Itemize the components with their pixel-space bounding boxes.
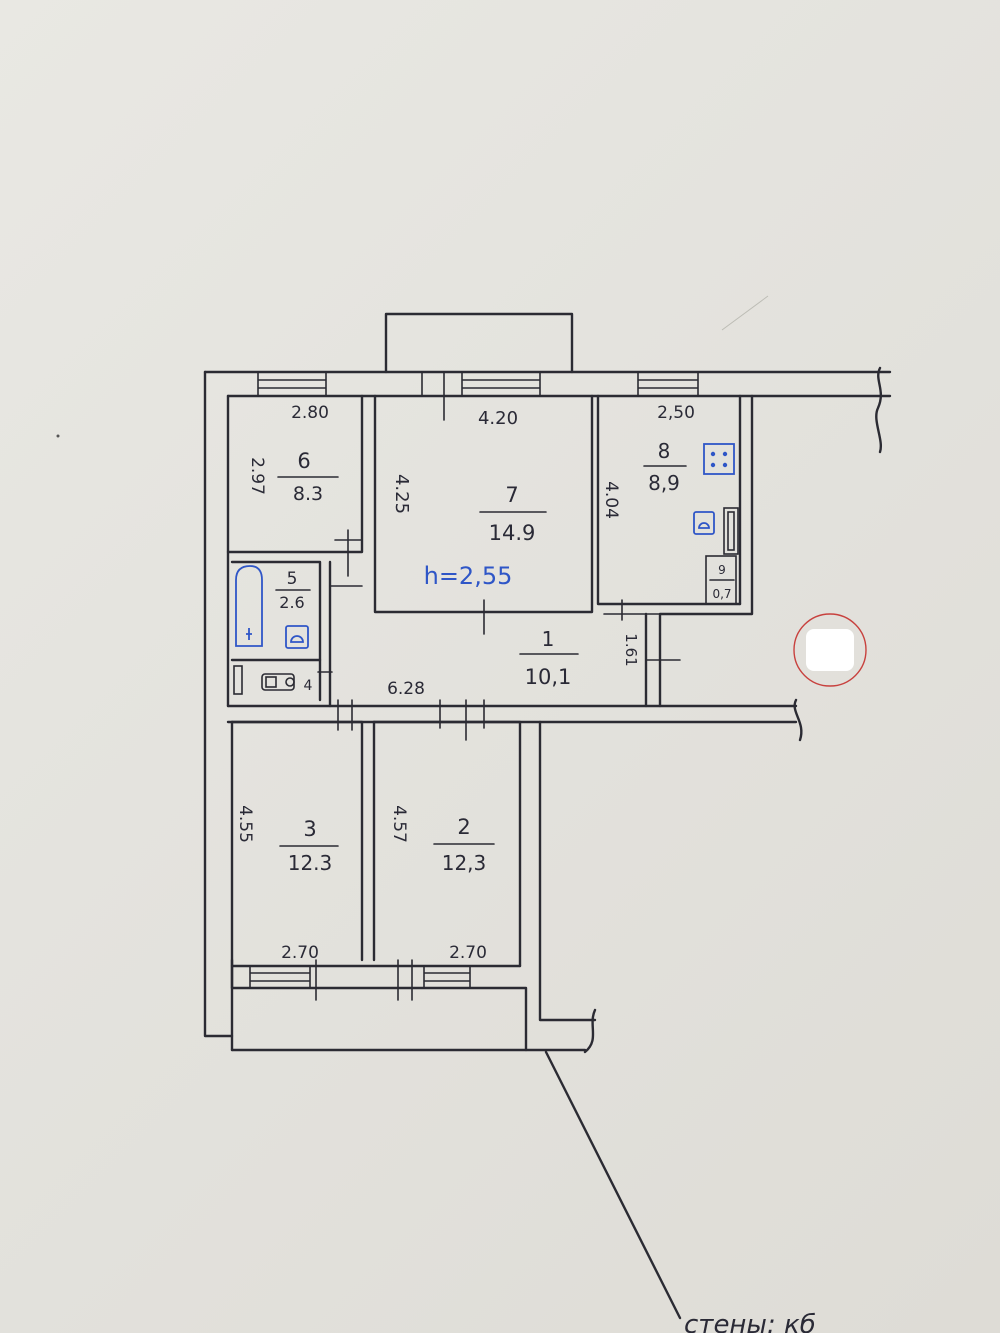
- room-area: 10,1: [525, 665, 572, 689]
- top-balcony: [384, 312, 574, 374]
- room-2-label: 2 12,3: [433, 815, 495, 875]
- walls-note-area: стены: кб: [544, 1050, 816, 1333]
- dimension-label: 1.61: [622, 633, 640, 666]
- bathtub-icon: [235, 565, 263, 647]
- room-number: 6: [297, 449, 310, 473]
- dimension-label: 4: [304, 678, 313, 694]
- dimension-label: 4.04: [601, 481, 621, 519]
- room-9-label: 9 0,7: [709, 563, 735, 601]
- bathroom-sink-icon: [285, 625, 309, 649]
- dimension-label: 2.80: [291, 403, 329, 423]
- dimension-label: 2,50: [657, 403, 695, 423]
- stove-icon: [703, 443, 735, 475]
- room-3-label: 3 12.3: [279, 817, 339, 875]
- room-area: 8.3: [293, 483, 323, 505]
- room-labels: 6 8.3 7 14.9 8 8,9 5 2.6 1 10,1 3 12.3: [275, 439, 735, 875]
- room-5-label: 5 2.6: [275, 569, 311, 612]
- room-6-label: 6 8.3: [277, 449, 339, 505]
- room-area: 2.6: [279, 593, 304, 612]
- room-area: 0,7: [712, 587, 731, 601]
- room-area: 12,3: [442, 851, 487, 875]
- room-number: 9: [718, 563, 726, 577]
- doors: [315, 371, 681, 1001]
- dimension-label: 4.55: [235, 805, 255, 843]
- stray-marks: [56, 295, 769, 438]
- dimension-label: 6.28: [387, 679, 425, 699]
- dimension-label: 2.97: [247, 457, 267, 495]
- interior-walls: [226, 394, 754, 990]
- dimension-label: 2.70: [449, 943, 487, 963]
- counter-icon: [723, 507, 739, 555]
- bathroom-fixtures: [233, 555, 737, 695]
- room-8-label: 8 8,9: [643, 439, 687, 495]
- wc-tank-icon: [233, 665, 243, 695]
- red-stamp-mark: [793, 613, 867, 687]
- dimension-label: 2.70: [281, 943, 319, 963]
- room-7-label: 7 14.9: [479, 483, 547, 545]
- room-number: 8: [658, 439, 671, 463]
- room-1-label: 1 10,1: [519, 627, 579, 689]
- room-area: 8,9: [648, 471, 680, 495]
- room-number: 3: [303, 817, 316, 841]
- room-number: 7: [505, 483, 518, 507]
- walls-note: стены: кб: [684, 1310, 816, 1333]
- dimension-label: 4.20: [478, 408, 518, 429]
- room-area: 14.9: [489, 521, 536, 545]
- windows: [249, 371, 699, 989]
- dimension-label: 4.57: [389, 805, 409, 843]
- dimension-labels: 2.80 2.97 4.20 4.25 2,50 4.04 6.28 1.61 …: [235, 403, 695, 963]
- room-number: 1: [542, 627, 555, 651]
- dimension-label: 4.25: [391, 474, 412, 514]
- room-number: 5: [287, 569, 298, 589]
- room-area: 12.3: [288, 851, 333, 875]
- kitchen-fixtures: [693, 443, 739, 555]
- ceiling-height-label: h=2,55: [424, 562, 513, 590]
- room-number: 2: [457, 815, 470, 839]
- kitchen-sink-icon: [693, 511, 715, 535]
